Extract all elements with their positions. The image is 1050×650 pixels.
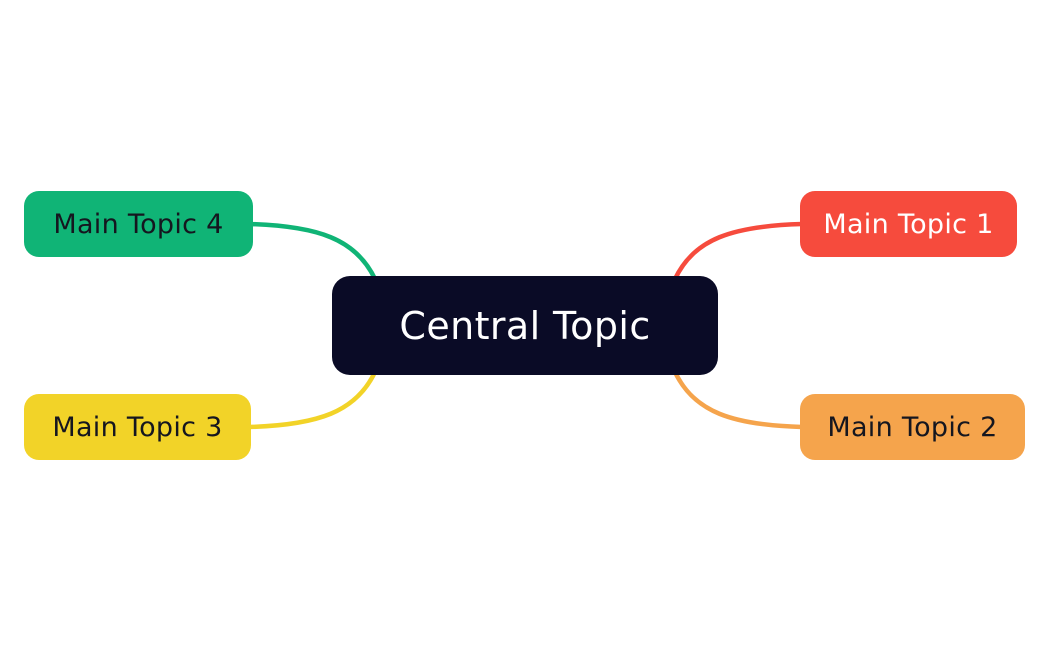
connector-main-topic-3 [246, 369, 378, 430]
main-topic-2-node[interactable]: Main Topic 2 [800, 394, 1025, 460]
central-topic-node[interactable]: Central Topic [332, 276, 718, 375]
main-topic-2-label: Main Topic 2 [827, 411, 998, 443]
main-topic-3-node[interactable]: Main Topic 3 [24, 394, 251, 460]
connector-main-topic-2 [672, 369, 805, 430]
main-topic-3-label: Main Topic 3 [52, 411, 223, 443]
main-topic-4-label: Main Topic 4 [53, 208, 224, 240]
connector-main-topic-1 [672, 221, 805, 282]
main-topic-4-node[interactable]: Main Topic 4 [24, 191, 253, 257]
central-topic-label: Central Topic [399, 303, 651, 348]
main-topic-1-node[interactable]: Main Topic 1 [800, 191, 1017, 257]
connector-main-topic-4 [246, 221, 378, 282]
main-topic-1-label: Main Topic 1 [823, 208, 994, 240]
